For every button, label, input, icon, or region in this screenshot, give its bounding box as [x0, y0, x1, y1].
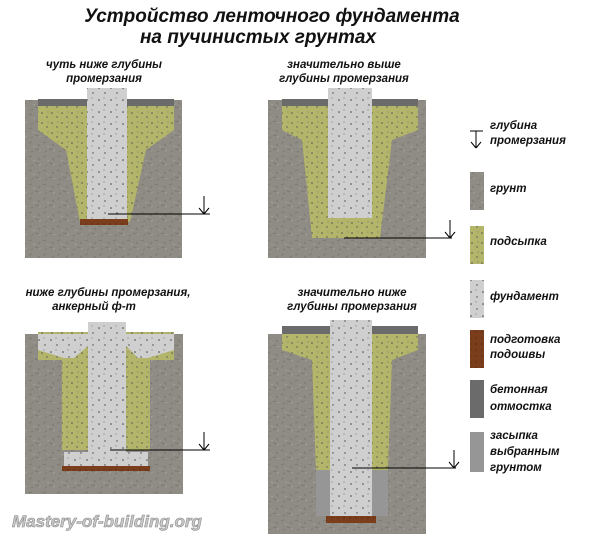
watermark: Mastery-of-building.org: [12, 512, 202, 531]
backfill-sand-left: [38, 106, 87, 222]
legend-backfill-excavated-line-2: выбранным: [490, 446, 560, 458]
base-preparation: [326, 516, 376, 523]
anchor-wing-right: [126, 334, 174, 358]
concrete-blind-area-right: [127, 99, 174, 106]
base-preparation: [62, 466, 150, 471]
legend-base-preparation-line-1: подготовка: [490, 334, 561, 346]
frost-arrow-icon: [448, 450, 460, 469]
legend-concrete-blind-area-line-1: бетонная: [490, 384, 548, 396]
legend-base-preparation-line-2: подошвы: [490, 349, 545, 361]
legend-backfill-excavated-swatch: [470, 432, 484, 472]
foundation-pad: [64, 452, 148, 466]
diagram-slightly-below-frost: чуть ниже глубины промерзания: [25, 59, 210, 258]
concrete-blind-area-right: [372, 99, 418, 106]
legend-base-preparation: подготовка подошвы: [470, 330, 561, 368]
concrete-blind-area-right: [372, 326, 418, 334]
legend-foundation-label: фундамент: [490, 291, 559, 303]
anchor-wing-left: [38, 334, 88, 358]
legend-backfill-excavated-line-1: засыпка: [490, 430, 538, 442]
legend-concrete-blind-area-line-2: отмостка: [490, 401, 552, 413]
legend: глубина промерзания грунт подсыпка фунда…: [470, 120, 566, 474]
concrete-blind-area-left: [38, 99, 87, 106]
frost-arrow-icon: [198, 432, 210, 451]
legend-frost-line: глубина промерзания: [470, 120, 566, 149]
legend-foundation-swatch: [470, 280, 484, 318]
diagram-well-above-frost: значительно выше глубины промерзания: [268, 59, 456, 258]
legend-backfill-excavated-line-3: грунтом: [490, 462, 542, 474]
legend-backfill-excavated: засыпка выбранным грунтом: [470, 430, 560, 474]
foundation: [328, 88, 372, 218]
legend-backfill-sand: подсыпка: [470, 226, 547, 264]
legend-frost-line-2: промерзания: [490, 135, 566, 147]
diagram-4-label-line-2: глубины промерзания: [287, 301, 417, 313]
diagram-3-label-line-1: ниже глубины промерзания,: [26, 287, 191, 299]
concrete-blind-area-left: [282, 99, 328, 106]
legend-soil-swatch: [470, 172, 484, 210]
frost-arrow-icon: [444, 220, 456, 239]
legend-soil: грунт: [470, 172, 526, 210]
foundation: [87, 88, 127, 220]
diagram-below-frost-anchored: ниже глубины промерзания, анкерный ф-т: [25, 287, 210, 494]
diagram-2-label-line-1: значительно выше: [287, 59, 401, 71]
foundation: [330, 320, 372, 516]
diagram-well-below-frost: значительно ниже глубины промерзания: [268, 287, 460, 534]
legend-backfill-sand-swatch: [470, 226, 484, 264]
title-line-1: Устройство ленточного фундамента: [84, 6, 460, 27]
diagram-3-label-line-2: анкерный ф-т: [52, 301, 136, 313]
legend-backfill-sand-label: подсыпка: [490, 236, 547, 248]
legend-frost-line-1: глубина: [490, 120, 538, 132]
frost-arrow-icon: [470, 130, 483, 149]
legend-base-preparation-swatch: [470, 330, 484, 368]
base-preparation: [80, 219, 128, 225]
diagram-1-label-line-1: чуть ниже глубины: [46, 59, 162, 71]
title-line-2: на пучинистых грунтах: [140, 27, 378, 48]
legend-concrete-blind-area: бетонная отмостка: [470, 380, 552, 418]
frost-arrow-icon: [198, 196, 210, 215]
concrete-blind-area-left: [282, 326, 330, 334]
legend-soil-label: грунт: [490, 183, 526, 195]
diagram-4-label-line-1: значительно ниже: [297, 287, 407, 299]
foundation: [88, 322, 126, 454]
legend-foundation: фундамент: [470, 280, 559, 318]
backfill-sand-right: [127, 106, 174, 222]
legend-concrete-blind-area-swatch: [470, 380, 484, 418]
diagram-2-label-line-2: глубины промерзания: [279, 73, 409, 85]
diagram-1-label-line-2: промерзания: [66, 73, 142, 85]
